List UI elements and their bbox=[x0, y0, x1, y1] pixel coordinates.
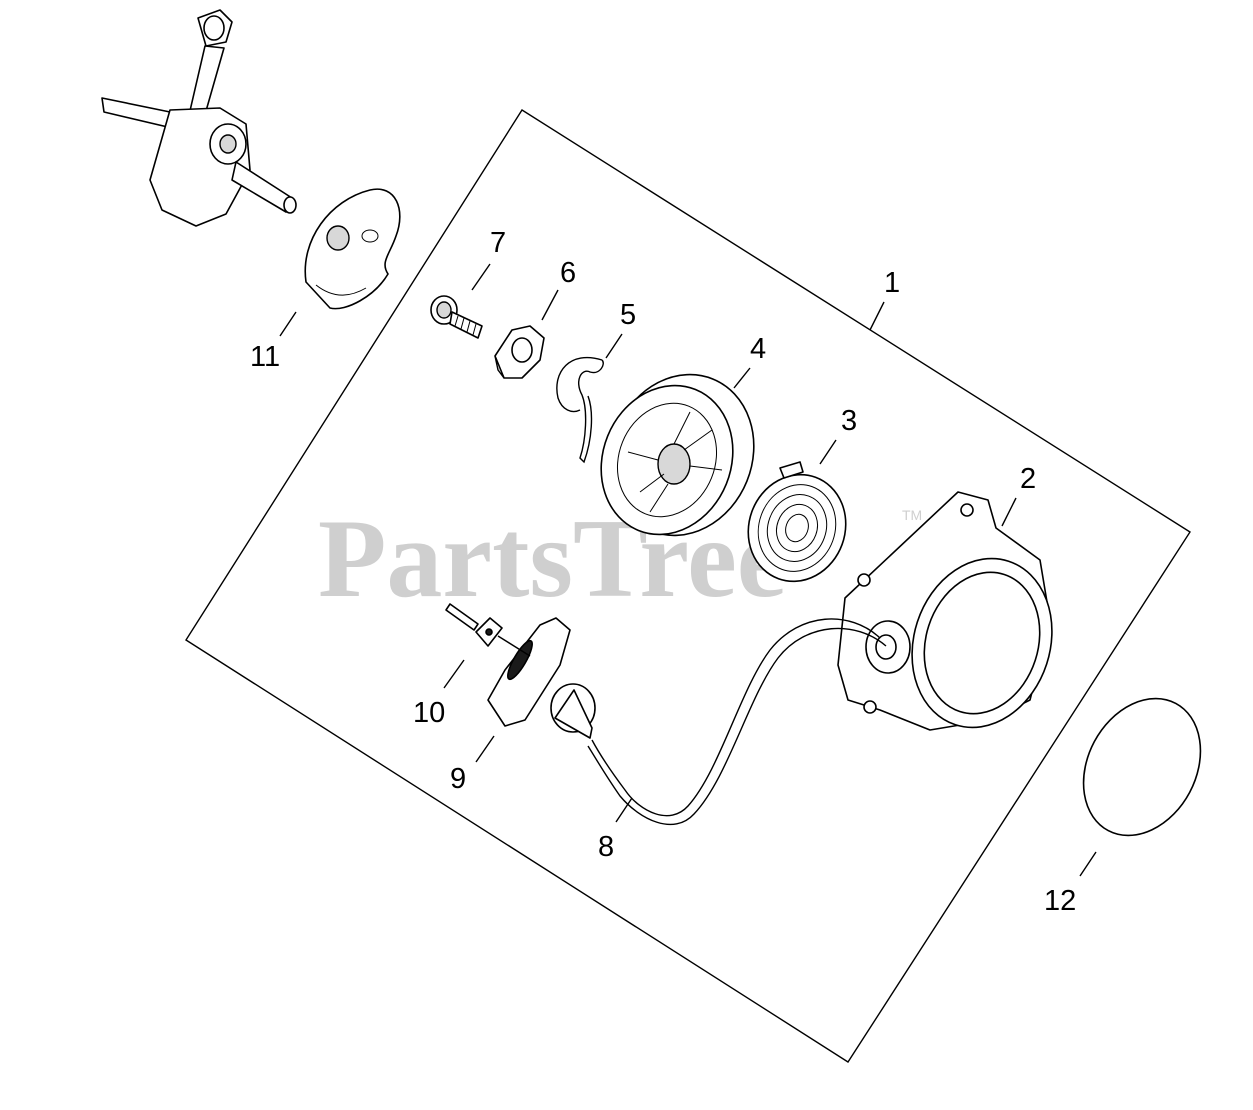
part-12-gasket[interactable] bbox=[1061, 678, 1224, 856]
callout-6: 6 bbox=[560, 257, 576, 289]
watermark-trademark: TM bbox=[902, 507, 922, 523]
part-5-clip[interactable] bbox=[556, 356, 604, 464]
callout-12: 12 bbox=[1044, 885, 1076, 917]
part-3-recoil-spring[interactable] bbox=[733, 461, 860, 595]
callout-8: 8 bbox=[598, 831, 614, 863]
part-8-starter-rope[interactable] bbox=[587, 618, 887, 826]
crankshaft-assembly[interactable] bbox=[101, 9, 297, 227]
part-6-ratchet[interactable] bbox=[494, 325, 545, 379]
part-9-handle[interactable] bbox=[487, 617, 596, 739]
part-10-handle-insert[interactable] bbox=[445, 603, 531, 657]
part-7-screw[interactable] bbox=[430, 295, 483, 339]
part-11-flywheel-plate[interactable] bbox=[304, 188, 401, 310]
callout-7: 7 bbox=[490, 227, 506, 259]
callout-9: 9 bbox=[450, 763, 466, 795]
part-2-starter-housing[interactable] bbox=[837, 491, 1073, 746]
callout-4: 4 bbox=[750, 333, 766, 365]
part-4-pulley[interactable] bbox=[579, 353, 777, 558]
callout-2: 2 bbox=[1020, 463, 1036, 495]
callout-11: 11 bbox=[250, 341, 280, 373]
callout-10: 10 bbox=[413, 697, 445, 729]
callout-5: 5 bbox=[620, 299, 636, 331]
leader-lines bbox=[279, 263, 1097, 877]
assembly-outline bbox=[185, 109, 1191, 1063]
callout-labels: 1 2 3 4 5 6 7 8 9 10 11 12 bbox=[250, 227, 1076, 917]
callout-1: 1 bbox=[884, 267, 900, 299]
callout-3: 3 bbox=[841, 405, 857, 437]
